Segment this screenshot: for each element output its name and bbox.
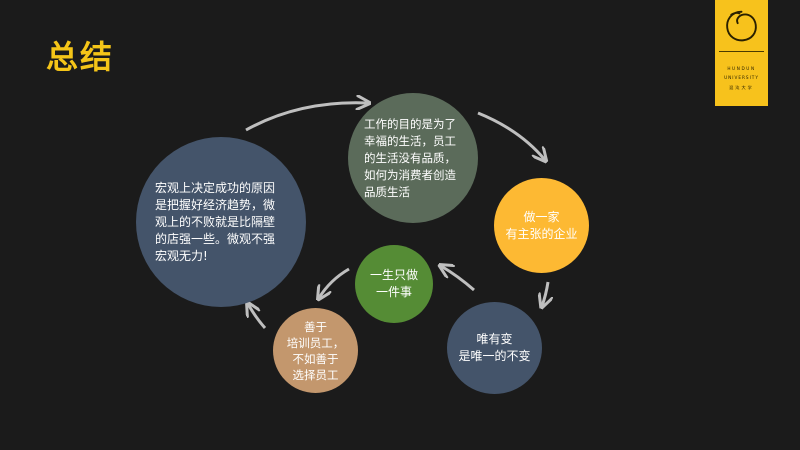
logo-divider (719, 51, 764, 52)
arrow-change-to-life (441, 266, 475, 292)
logo-text-chinese: 混沌大学 (729, 85, 754, 90)
circle-macro-text: 宏观上决定成功的原因 是把握好经济趋势，微 观上的不败就是比隔壁 的店强一些。微… (155, 180, 276, 263)
page-title: 总结 (46, 38, 115, 76)
circle-work-purpose-text: 工作的目的是为了 幸福的生活，员工 的生活没有品质， 如何为消费者创造 品质生活 (364, 116, 456, 199)
hundun-university-logo: HUNDUN UNIVERSITY 混沌大学 (715, 0, 768, 106)
arrow-macro-to-work (245, 103, 368, 132)
chaos-emblem-icon (726, 10, 757, 42)
circle-work-purpose: 工作的目的是为了 幸福的生活，员工 的生活没有品质， 如何为消费者创造 品质生活 (348, 93, 478, 223)
circle-macro-micro: 宏观上决定成功的原因 是把握好经济趋势，微 观上的不败就是比隔壁 的店强一些。微… (136, 137, 306, 307)
arrow-work-to-company (477, 111, 545, 160)
arrow-life-to-training (319, 267, 350, 298)
circle-only-change-text: 唯有变 是唯一的不变 (458, 332, 531, 363)
circle-company: 做一家 有主张的企业 (494, 178, 589, 273)
circle-training: 善于 培训员工， 不如善于 选择员工 (273, 308, 358, 393)
logo-text-university: UNIVERSITY (724, 75, 759, 80)
circle-only-change: 唯有变 是唯一的不变 (447, 302, 542, 394)
arrow-company-to-change (542, 281, 548, 306)
circle-one-thing: 一生只做 一件事 (355, 245, 433, 323)
arrow-training-to-macro (248, 304, 267, 330)
circle-company-text: 做一家 有主张的企业 (505, 209, 578, 241)
circle-training-text: 善于 培训员工， 不如善于 选择员工 (286, 319, 345, 382)
circle-one-thing-text: 一生只做 一件事 (369, 268, 418, 299)
logo-text-hundun: HUNDUN (727, 66, 756, 71)
